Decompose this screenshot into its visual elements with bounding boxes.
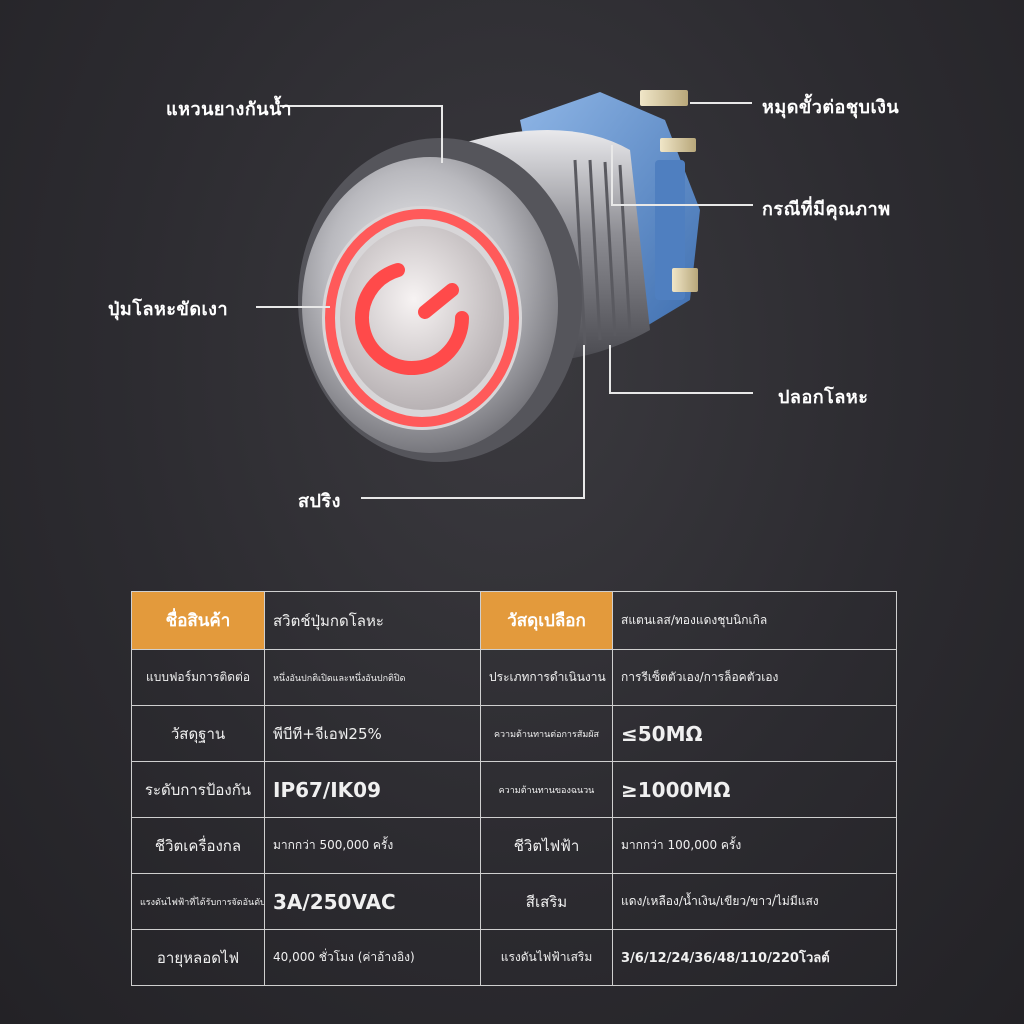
callout-metal-button: ปุ่มโลหะขัดเงา	[108, 299, 229, 320]
terminal-pins	[640, 90, 698, 292]
spec-value: การรีเซ็ตตัวเอง/การล็อคตัวเอง	[612, 649, 897, 706]
spec-key: สีเสริม	[480, 873, 613, 930]
table-row: แรงดันไฟฟ้าที่ได้รับการจัดอันดับ 3A/250V…	[131, 873, 897, 930]
spec-value: สแตนเลส/ทองแดงชุบนิกเกิล	[612, 591, 897, 650]
spec-key: ความต้านทานต่อการสัมผัส	[480, 705, 613, 762]
spec-value: 3/6/12/24/36/48/110/220โวลต์	[612, 929, 897, 986]
callout-gasket: แหวนยางกันน้ำ	[166, 99, 292, 120]
spec-value: สวิตช์ปุ่มกดโลหะ	[264, 591, 481, 650]
product-illustration	[256, 90, 753, 499]
spec-key: ชีวิตเครื่องกล	[131, 817, 265, 874]
table-row: วัสดุฐาน พีบีที+จีเอฟ25% ความต้านทานต่อก…	[131, 705, 897, 762]
table-row: แบบฟอร์มการติดต่อ หนึ่งอันปกติเปิดและหนึ…	[131, 649, 897, 706]
callout-metal-sleeve: ปลอกโลหะ	[778, 387, 869, 408]
spec-value: ≥1000MΩ	[612, 761, 897, 818]
table-row: ชีวิตเครื่องกล มากกว่า 500,000 ครั้ง ชีว…	[131, 817, 897, 874]
leader-lines	[256, 102, 753, 499]
spec-value: หนึ่งอันปกติเปิดและหนึ่งอันปกติปิด	[264, 649, 481, 706]
spec-key: แรงดันไฟฟ้าที่ได้รับการจัดอันดับ	[131, 873, 265, 930]
spec-value: มากกว่า 500,000 ครั้ง	[264, 817, 481, 874]
spec-key: ชีวิตไฟฟ้า	[480, 817, 613, 874]
spec-value: ≤50MΩ	[612, 705, 897, 762]
spec-value: แดง/เหลือง/น้ำเงิน/เขียว/ขาว/ไม่มีแสง	[612, 873, 897, 930]
metal-button	[322, 206, 522, 430]
spec-key: ประเภทการดำเนินงาน	[480, 649, 613, 706]
table-row: ระดับการป้องกัน IP67/IK09 ความต้านทานของ…	[131, 761, 897, 818]
table-row: อายุหลอดไฟ 40,000 ชั่วโมง (ค่าอ้างอิง) แ…	[131, 929, 897, 986]
spec-value: 40,000 ชั่วโมง (ค่าอ้างอิง)	[264, 929, 481, 986]
spec-key: แรงดันไฟฟ้าเสริม	[480, 929, 613, 986]
table-row: ชื่อสินค้า สวิตช์ปุ่มกดโลหะ วัสดุเปลือก …	[131, 591, 897, 650]
spec-key: อายุหลอดไฟ	[131, 929, 265, 986]
spec-value: มากกว่า 100,000 ครั้ง	[612, 817, 897, 874]
spec-key: ระดับการป้องกัน	[131, 761, 265, 818]
callout-spring: สปริง	[298, 491, 341, 512]
spec-key: ความต้านทานของฉนวน	[480, 761, 613, 818]
spec-value: พีบีที+จีเอฟ25%	[264, 705, 481, 762]
power-icon	[355, 263, 469, 375]
spec-key: แบบฟอร์มการติดต่อ	[131, 649, 265, 706]
spec-value: 3A/250VAC	[264, 873, 481, 930]
spec-key: ชื่อสินค้า	[131, 591, 265, 650]
spec-key: วัสดุฐาน	[131, 705, 265, 762]
callout-terminal: หมุดขั้วต่อชุบเงิน	[762, 97, 900, 118]
spec-key: วัสดุเปลือก	[480, 591, 613, 650]
spec-table: ชื่อสินค้า สวิตช์ปุ่มกดโลหะ วัสดุเปลือก …	[131, 591, 897, 986]
callout-quality-case: กรณีที่มีคุณภาพ	[762, 199, 891, 220]
spec-value: IP67/IK09	[264, 761, 481, 818]
